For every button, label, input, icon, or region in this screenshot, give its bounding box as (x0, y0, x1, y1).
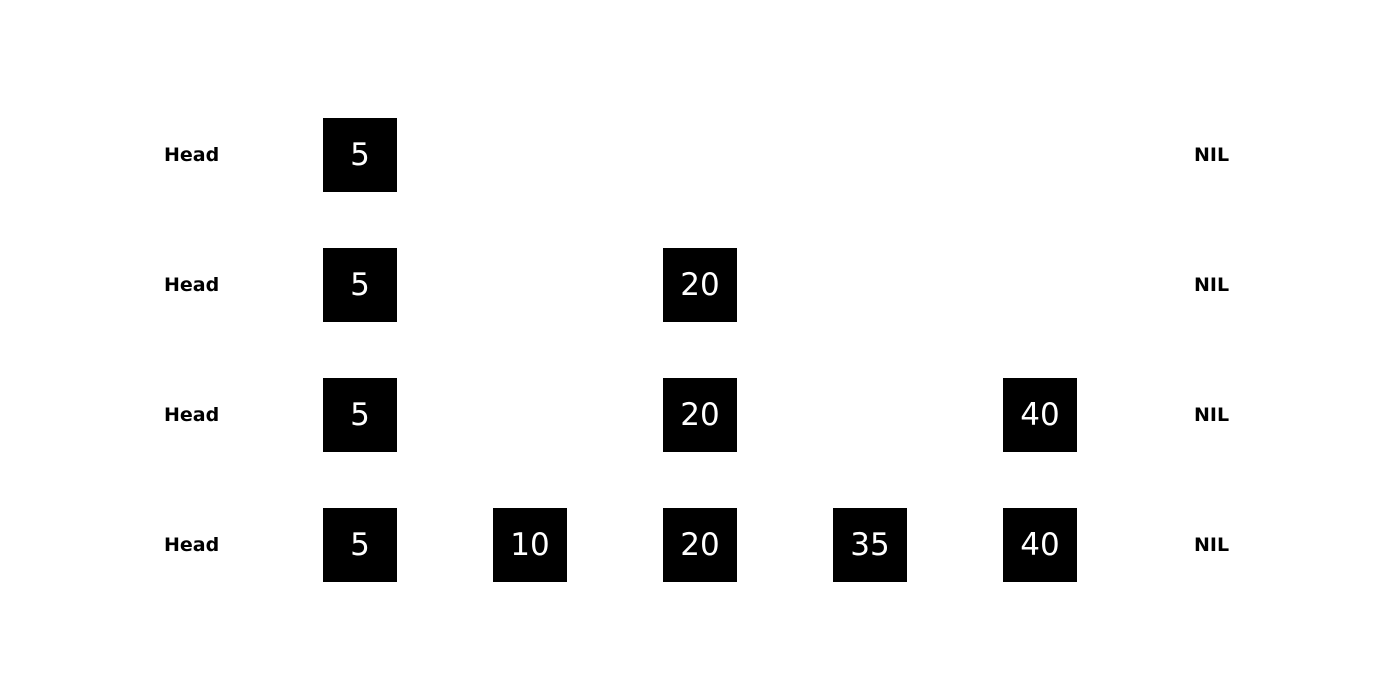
node-5: 5 (323, 508, 397, 582)
node-40: 40 (1003, 378, 1077, 452)
node-20: 20 (663, 508, 737, 582)
node-20: 20 (663, 248, 737, 322)
node-5: 5 (323, 248, 397, 322)
skip-list-level-0: Head 5 10 20 35 40 NIL (0, 508, 1400, 582)
head-label: Head (164, 274, 220, 296)
skip-list-level-3: Head 5 NIL (0, 118, 1400, 192)
skip-list-level-2: Head 5 20 NIL (0, 248, 1400, 322)
node-20: 20 (663, 378, 737, 452)
head-label: Head (164, 404, 220, 426)
node-5: 5 (323, 118, 397, 192)
nil-label: NIL (1194, 144, 1230, 166)
nil-label: NIL (1194, 534, 1230, 556)
nil-label: NIL (1194, 404, 1230, 426)
skip-list-level-1: Head 5 20 40 NIL (0, 378, 1400, 452)
node-40: 40 (1003, 508, 1077, 582)
node-5: 5 (323, 378, 397, 452)
nil-label: NIL (1194, 274, 1230, 296)
node-10: 10 (493, 508, 567, 582)
head-label: Head (164, 534, 220, 556)
head-label: Head (164, 144, 220, 166)
node-35: 35 (833, 508, 907, 582)
